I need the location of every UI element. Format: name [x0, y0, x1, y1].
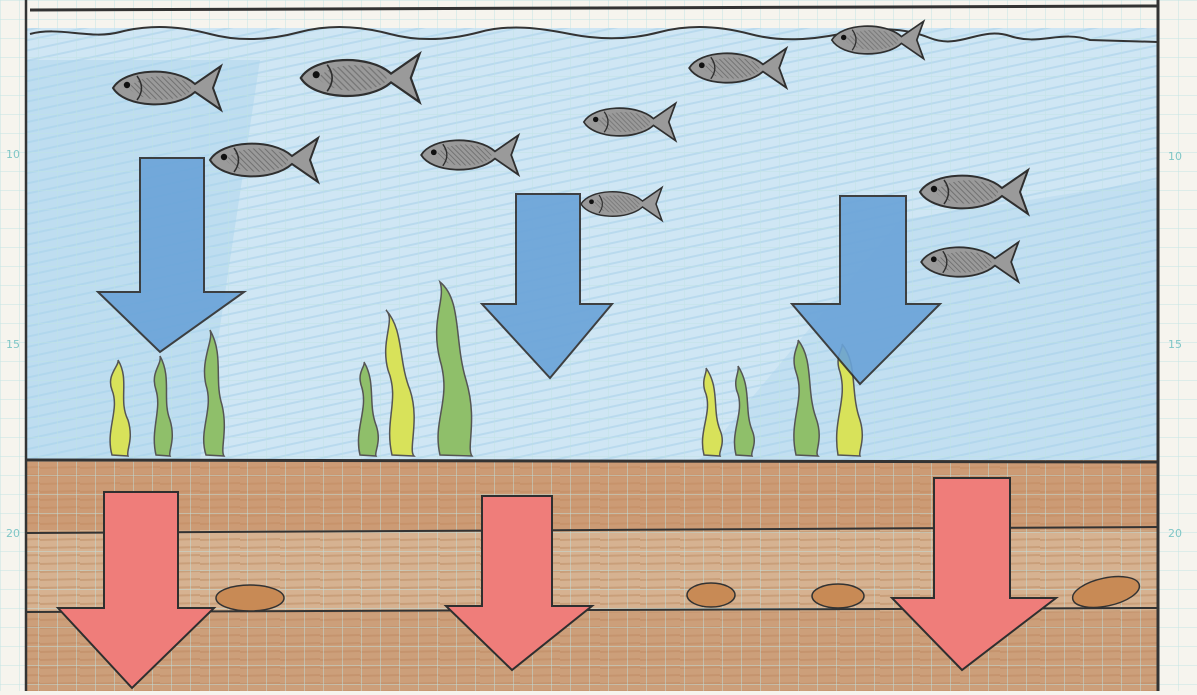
left-grid-label-10: 10 — [6, 148, 20, 161]
pebble — [687, 583, 735, 607]
pebble — [216, 585, 284, 611]
left-grid-label-20: 20 — [6, 527, 20, 540]
left-grid-label-15: 15 — [6, 338, 20, 351]
pebble — [812, 584, 864, 608]
right-grid-label-15: 15 — [1168, 338, 1182, 351]
right-grid-label-20: 20 — [1168, 527, 1182, 540]
sediment-boundary-line — [26, 460, 1158, 462]
right-grid-label-10: 10 — [1168, 150, 1182, 163]
